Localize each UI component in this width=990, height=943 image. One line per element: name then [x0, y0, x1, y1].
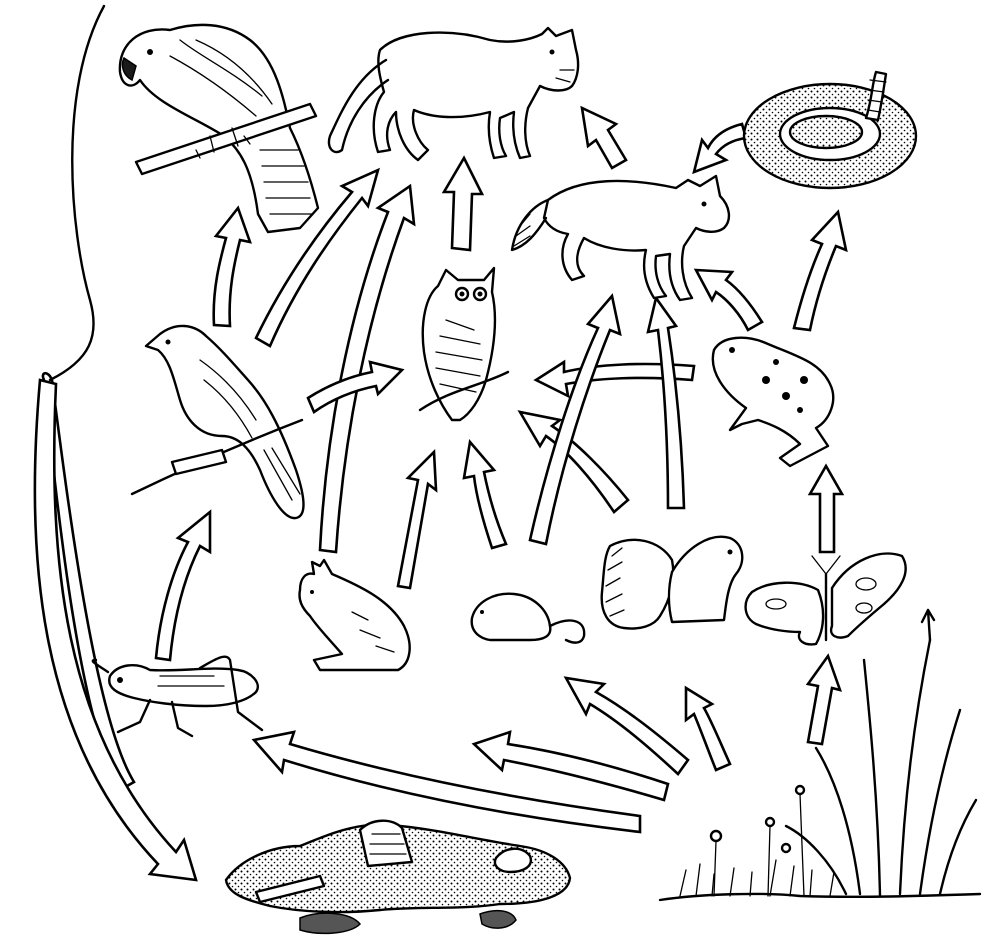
arrow-mouse-to-owl	[464, 442, 506, 548]
squirrel	[602, 537, 743, 629]
butterfly	[746, 554, 906, 645]
arrow-frog-to-snake	[794, 212, 846, 330]
arrow-coyote-to-mountain-lion	[582, 108, 626, 168]
songbird	[132, 326, 304, 518]
grass-and-plants	[660, 610, 980, 900]
hawk	[120, 25, 318, 232]
mountain-lion	[329, 28, 578, 160]
arrow-grass-to-rabbit	[474, 732, 668, 800]
arrow-songbird-to-hawk	[214, 208, 250, 326]
rattlesnake	[744, 72, 916, 188]
frog	[713, 338, 833, 466]
arrow-rabbit-to-owl	[398, 452, 436, 588]
arrow-frog-to-coyote	[696, 270, 762, 330]
arrow-grass-to-squirrel	[686, 688, 730, 770]
decomposing-remains	[226, 821, 570, 934]
owl	[420, 268, 508, 420]
coyote	[512, 176, 729, 300]
grasshopper	[93, 657, 262, 736]
arrow-owl-to-mountain-lion	[444, 158, 482, 250]
arrow-grasshopper-to-songbird	[156, 512, 210, 660]
arrow-group	[35, 6, 846, 880]
arrow-snake-to-coyote	[694, 124, 746, 172]
arrow-grass-to-grasshopper	[254, 732, 640, 832]
cycle-line	[50, 6, 104, 380]
arrow-butterfly-to-frog	[810, 466, 842, 552]
arrow-grass-to-butterfly	[808, 656, 840, 744]
mouse	[472, 594, 584, 643]
rabbit	[299, 560, 409, 670]
arrow-squirrel-to-coyote	[648, 298, 684, 508]
